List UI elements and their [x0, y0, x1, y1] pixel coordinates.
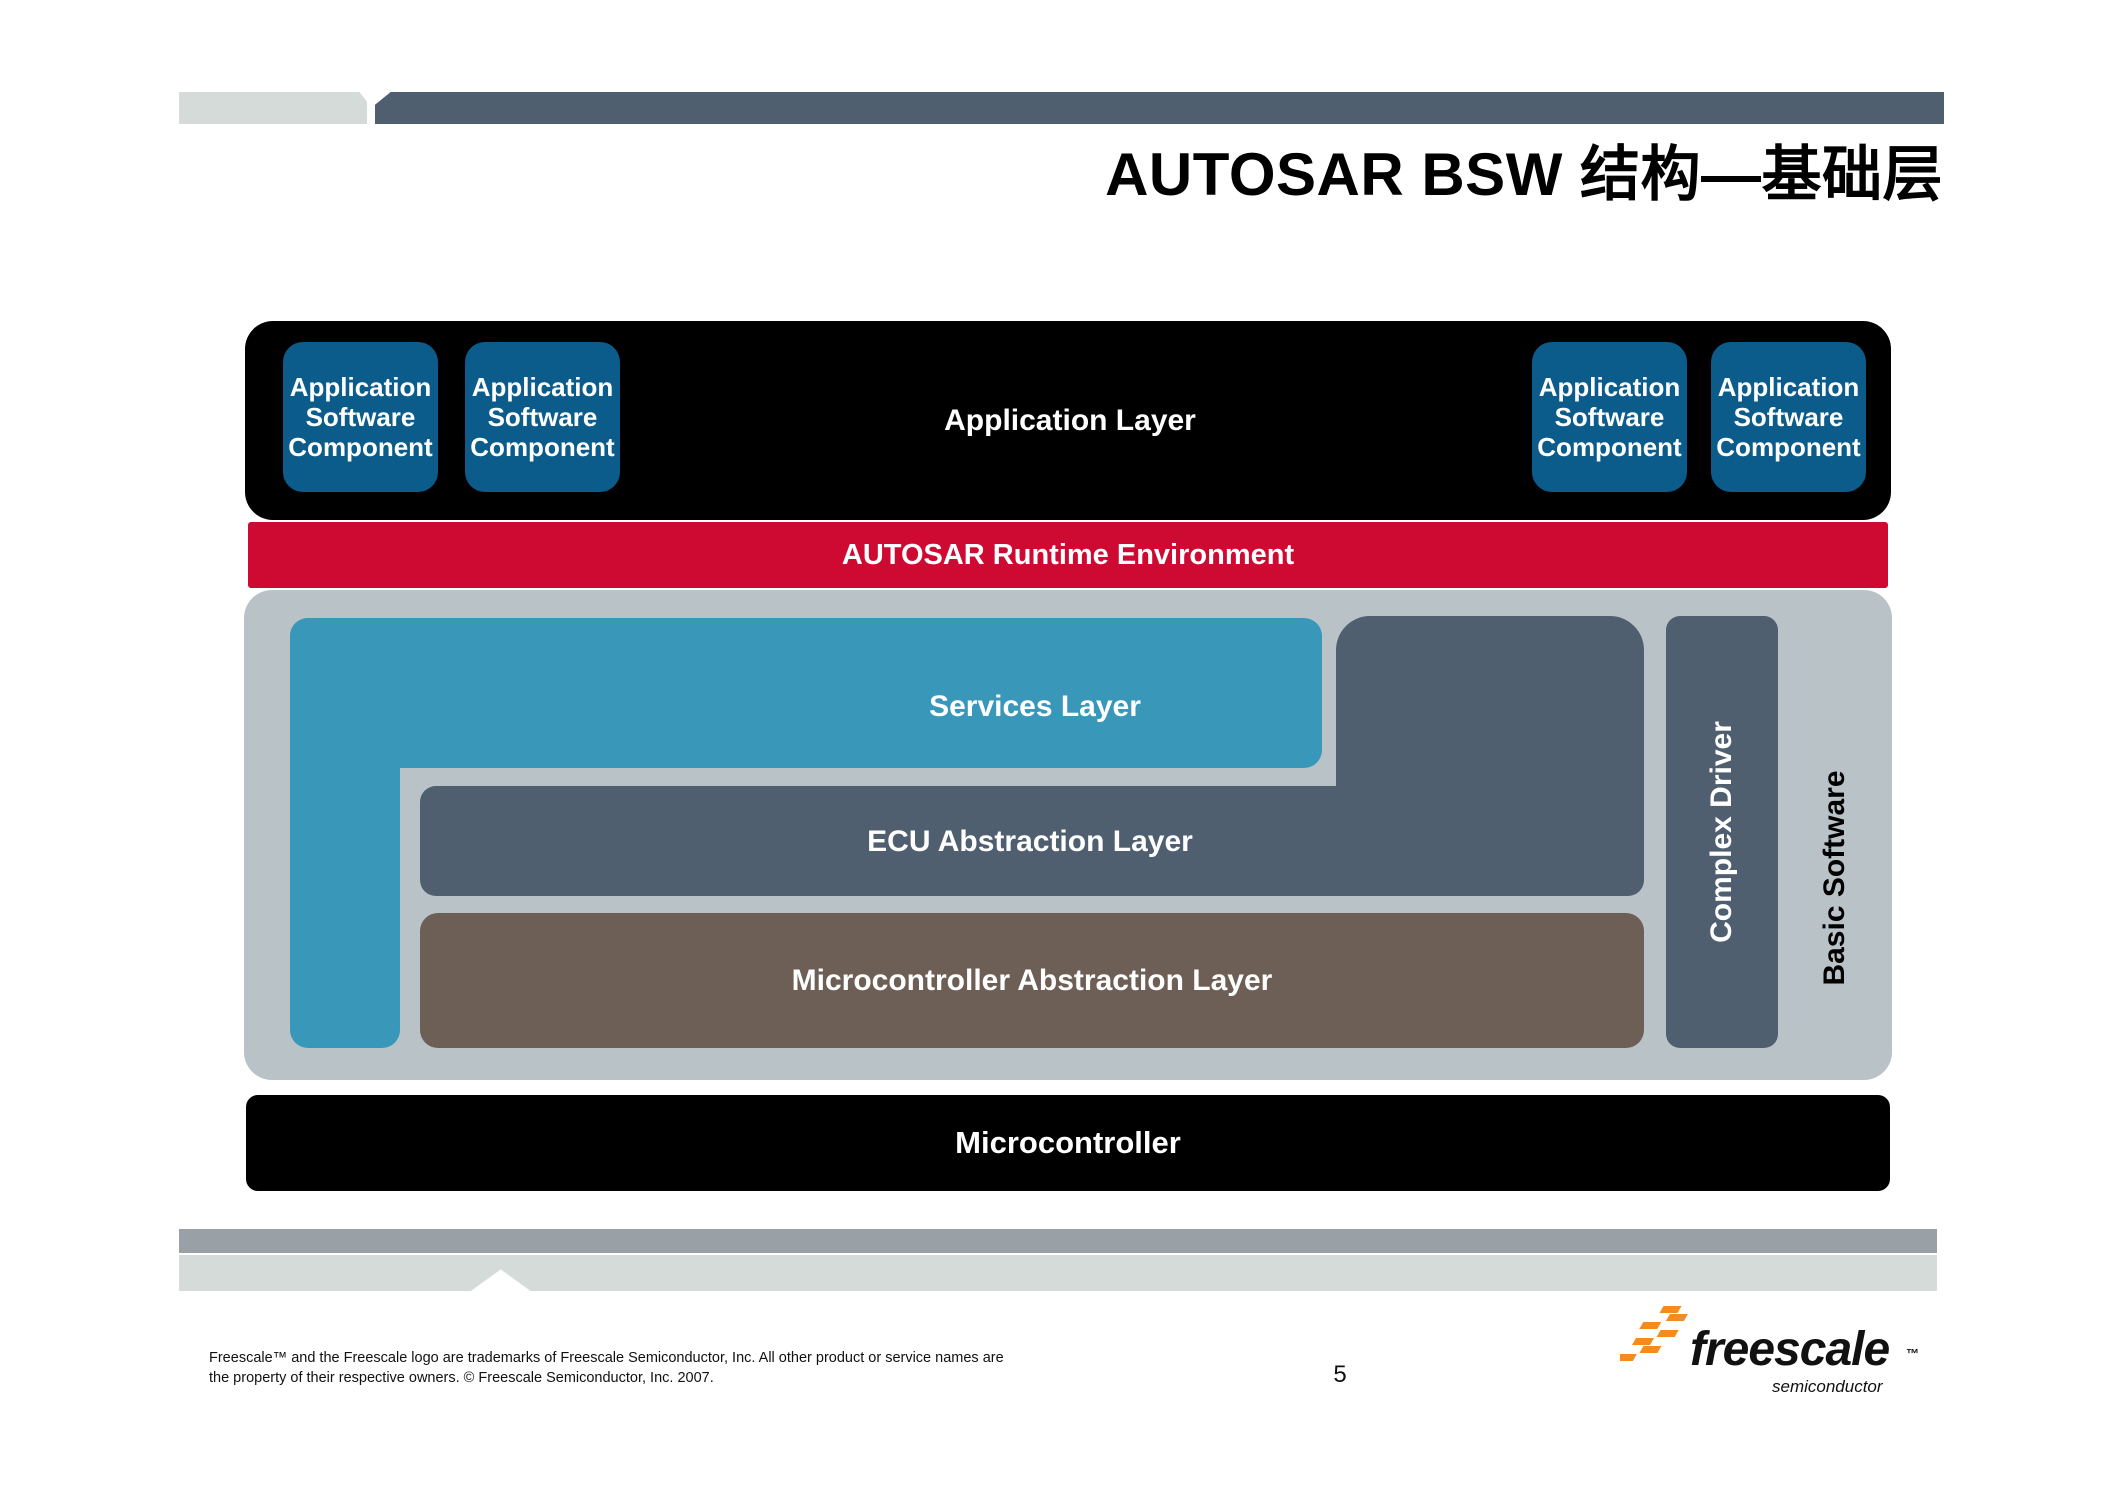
app-software-component: Application Software Component — [283, 342, 438, 492]
logo-wordmark: freescale — [1690, 1323, 1890, 1376]
legal-line: the property of their respective owners.… — [209, 1370, 714, 1386]
logo-tile — [1656, 1330, 1679, 1337]
swc-line: Application — [289, 372, 432, 402]
swc-line: Software — [1733, 402, 1844, 432]
app-software-component: Application Software Component — [465, 342, 620, 492]
logo-trademark: ™ — [1906, 1346, 1919, 1361]
footer-bar-light — [179, 1255, 1937, 1291]
logo-tile — [1620, 1354, 1637, 1361]
services-layer-label: Services Layer — [929, 690, 1141, 723]
swc-line: Application — [1717, 372, 1860, 402]
swc-line: Component — [1716, 432, 1861, 462]
swc-line: Component — [470, 432, 615, 462]
footer-bar-dark — [179, 1229, 1937, 1253]
header-bar-left — [179, 92, 367, 124]
rte-bar: AUTOSAR Runtime Environment — [248, 522, 1888, 588]
ecu-abstraction-layer-label: ECU Abstraction Layer — [867, 825, 1193, 858]
swc-line: Component — [1537, 432, 1682, 462]
swc-line: Software — [1554, 402, 1665, 432]
swc-line: Software — [305, 402, 416, 432]
slide-title: AUTOSAR BSW 结构—基础层 — [1105, 141, 1943, 208]
page-number: 5 — [1333, 1361, 1347, 1388]
basic-software-label: Basic Software — [1818, 770, 1851, 986]
app-software-component: Application Software Component — [1532, 342, 1687, 492]
freescale-logo-icon — [1620, 1306, 1688, 1361]
complex-driver-label: Complex Driver — [1705, 721, 1738, 943]
logo-tile — [1639, 1322, 1662, 1329]
swc-line: Component — [288, 432, 433, 462]
swc-line: Application — [1538, 372, 1681, 402]
swc-line: Application — [471, 372, 614, 402]
logo-tile — [1659, 1306, 1682, 1313]
microcontroller-abstraction-layer: Microcontroller Abstraction Layer — [420, 913, 1644, 1048]
legal-line: Freescale™ and the Freescale logo are tr… — [209, 1350, 1004, 1366]
services-layer-column — [290, 618, 400, 1048]
complex-driver-box — [1666, 616, 1778, 1048]
logo-subtitle: semiconductor — [1772, 1377, 1883, 1396]
ecu-abstraction-layer-box — [420, 786, 1644, 896]
swc-line: Software — [487, 402, 598, 432]
header-bar-right — [375, 92, 1944, 124]
logo-tile — [1632, 1338, 1655, 1345]
logo-tile — [1639, 1346, 1662, 1353]
legal-notice: Freescale™ and the Freescale logo are tr… — [209, 1348, 1109, 1388]
app-software-component: Application Software Component — [1711, 342, 1866, 492]
services-layer-box — [290, 618, 1322, 768]
logo-tile — [1665, 1314, 1688, 1321]
application-layer-label: Application Layer — [944, 404, 1196, 437]
microcontroller-bar: Microcontroller — [246, 1095, 1890, 1191]
